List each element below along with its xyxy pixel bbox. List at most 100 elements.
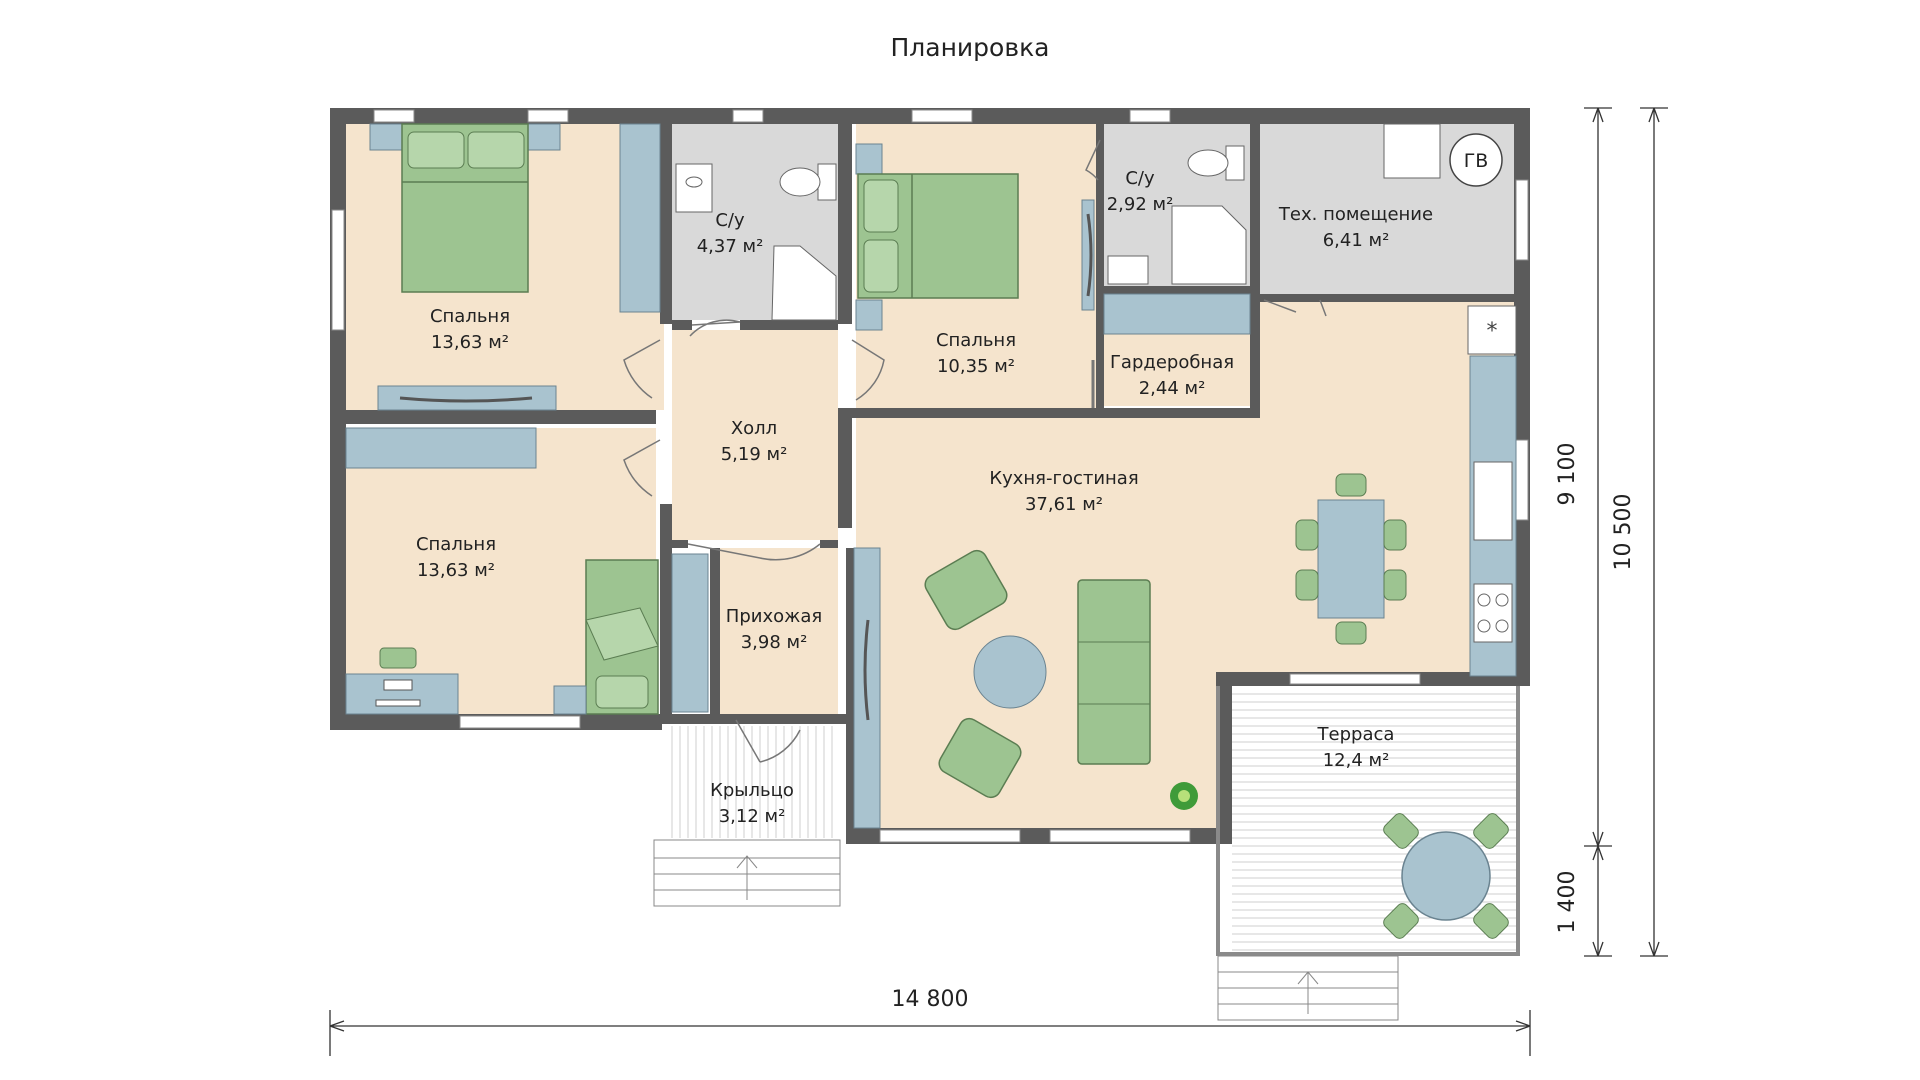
wall-entry-top-a xyxy=(672,540,688,548)
sink-1 xyxy=(675,163,713,213)
dining-chair-5 xyxy=(1383,519,1407,551)
terrace-chair-1 xyxy=(1383,813,1419,849)
fridge-icon: * xyxy=(1487,319,1498,344)
bathroom-2-fixtures xyxy=(1107,145,1247,285)
burner-2 xyxy=(1495,593,1509,607)
wall-hall-west-top xyxy=(660,124,672,324)
dim-width-label: 14 800 xyxy=(892,987,969,1012)
wall-bath1-bottom-a xyxy=(672,320,692,330)
shower-1 xyxy=(771,245,837,321)
room-name: Холл xyxy=(731,418,777,439)
room-area: 13,63 м² xyxy=(417,560,495,581)
dining-chair-1 xyxy=(1335,473,1367,497)
pillow-3 xyxy=(595,675,649,709)
fridge xyxy=(1467,305,1517,355)
nightstand-1b xyxy=(527,123,561,151)
porch-steps xyxy=(653,839,841,907)
wall-south-entry xyxy=(660,714,846,724)
plant-icon xyxy=(1170,782,1198,810)
water-heater-label: ГВ xyxy=(1464,150,1489,172)
tv-2 xyxy=(1086,213,1093,297)
window-9 xyxy=(459,715,581,729)
wall-tech-west xyxy=(1250,124,1260,418)
coffee-table xyxy=(973,635,1047,709)
kitchen-sink xyxy=(1473,461,1513,541)
burner-4 xyxy=(1495,619,1509,633)
door-entry xyxy=(687,543,821,561)
dim-house-depth-label: 9 100 xyxy=(1555,443,1580,506)
nightstand-1a xyxy=(369,123,403,151)
window-4 xyxy=(911,109,973,123)
laptop-3 xyxy=(383,679,413,691)
room-name: Гардеробная xyxy=(1110,352,1234,373)
dim-arrows-house xyxy=(1592,107,1604,957)
window-7 xyxy=(1515,179,1529,261)
burner-1 xyxy=(1477,593,1491,607)
wardrobe-3 xyxy=(345,427,537,469)
terrace-rail-west xyxy=(1216,686,1220,956)
keyboard-3 xyxy=(375,699,421,707)
room-name: Кухня-гостиная xyxy=(989,468,1138,489)
terrace-chair-4 xyxy=(1473,903,1509,939)
sink-2 xyxy=(1107,255,1149,285)
nightstand-2b xyxy=(855,299,883,331)
door-tech-room xyxy=(1263,299,1327,317)
door-porch xyxy=(735,719,801,763)
sink-1-bowl xyxy=(685,176,703,188)
bathroom-1-fixtures xyxy=(675,163,837,321)
room-name: Спальня xyxy=(936,330,1016,351)
burner-3 xyxy=(1477,619,1491,633)
room-area: 12,4 м² xyxy=(1323,750,1390,771)
room-area: 6,41 м² xyxy=(1323,230,1390,251)
room-area: 3,98 м² xyxy=(741,632,808,653)
tv-living xyxy=(863,619,870,721)
toilet-1-tank xyxy=(817,163,837,201)
armchair-2 xyxy=(938,717,1022,799)
boiler-unit xyxy=(1383,123,1441,179)
room-name: Прихожая xyxy=(726,606,822,627)
steps xyxy=(653,839,1399,1021)
door-bathroom-2 xyxy=(1085,139,1101,181)
window-3 xyxy=(732,109,764,123)
kitchen-living-furniture: * xyxy=(853,305,1517,829)
tech-room-equipment: ГВ xyxy=(1383,123,1503,187)
floor-hall xyxy=(672,330,838,540)
bedroom-3-furniture xyxy=(345,427,659,715)
room-area: 3,12 м² xyxy=(719,806,786,827)
dim-arrows-width xyxy=(329,1020,1531,1032)
terrace-chair-2 xyxy=(1473,813,1509,849)
wardrobe-1 xyxy=(619,123,661,313)
doors xyxy=(623,139,1327,763)
pillow-1b xyxy=(467,131,525,169)
bed-3-blanket xyxy=(585,607,659,661)
wall-bedrooms-split xyxy=(346,410,656,424)
shower-2 xyxy=(1171,205,1247,285)
water-heater-icon xyxy=(1449,133,1503,187)
window-11 xyxy=(1049,829,1191,843)
window-1 xyxy=(373,109,415,123)
dim-arrows-total xyxy=(1648,107,1660,957)
dining-chair-3 xyxy=(1295,519,1319,551)
nightstand-3 xyxy=(553,685,587,715)
pillow-2a xyxy=(863,179,899,233)
door-bathroom-1 xyxy=(689,319,741,337)
wall-west xyxy=(330,108,346,730)
terrace-table xyxy=(1401,831,1491,921)
wall-hall-east-mid xyxy=(838,408,852,528)
room-name: Тех. помещение xyxy=(1278,204,1433,225)
room-name: Спальня xyxy=(430,306,510,327)
plan-title: Планировка xyxy=(890,33,1049,62)
cooktop xyxy=(1473,583,1513,643)
room-labels: Спальня 13,63 м² С/у 4,37 м² Спальня 10,… xyxy=(416,168,1433,827)
bedroom-1-furniture xyxy=(369,123,661,411)
dining-chair-4 xyxy=(1295,569,1319,601)
room-area: 2,92 м² xyxy=(1107,194,1174,215)
windows xyxy=(331,109,1529,843)
room-area: 4,37 м² xyxy=(697,236,764,257)
room-name: Спальня xyxy=(416,534,496,555)
nightstand-2a xyxy=(855,143,883,175)
chair-3 xyxy=(379,647,417,669)
window-2 xyxy=(527,109,569,123)
wardrobe-room-shelves xyxy=(1103,293,1251,335)
